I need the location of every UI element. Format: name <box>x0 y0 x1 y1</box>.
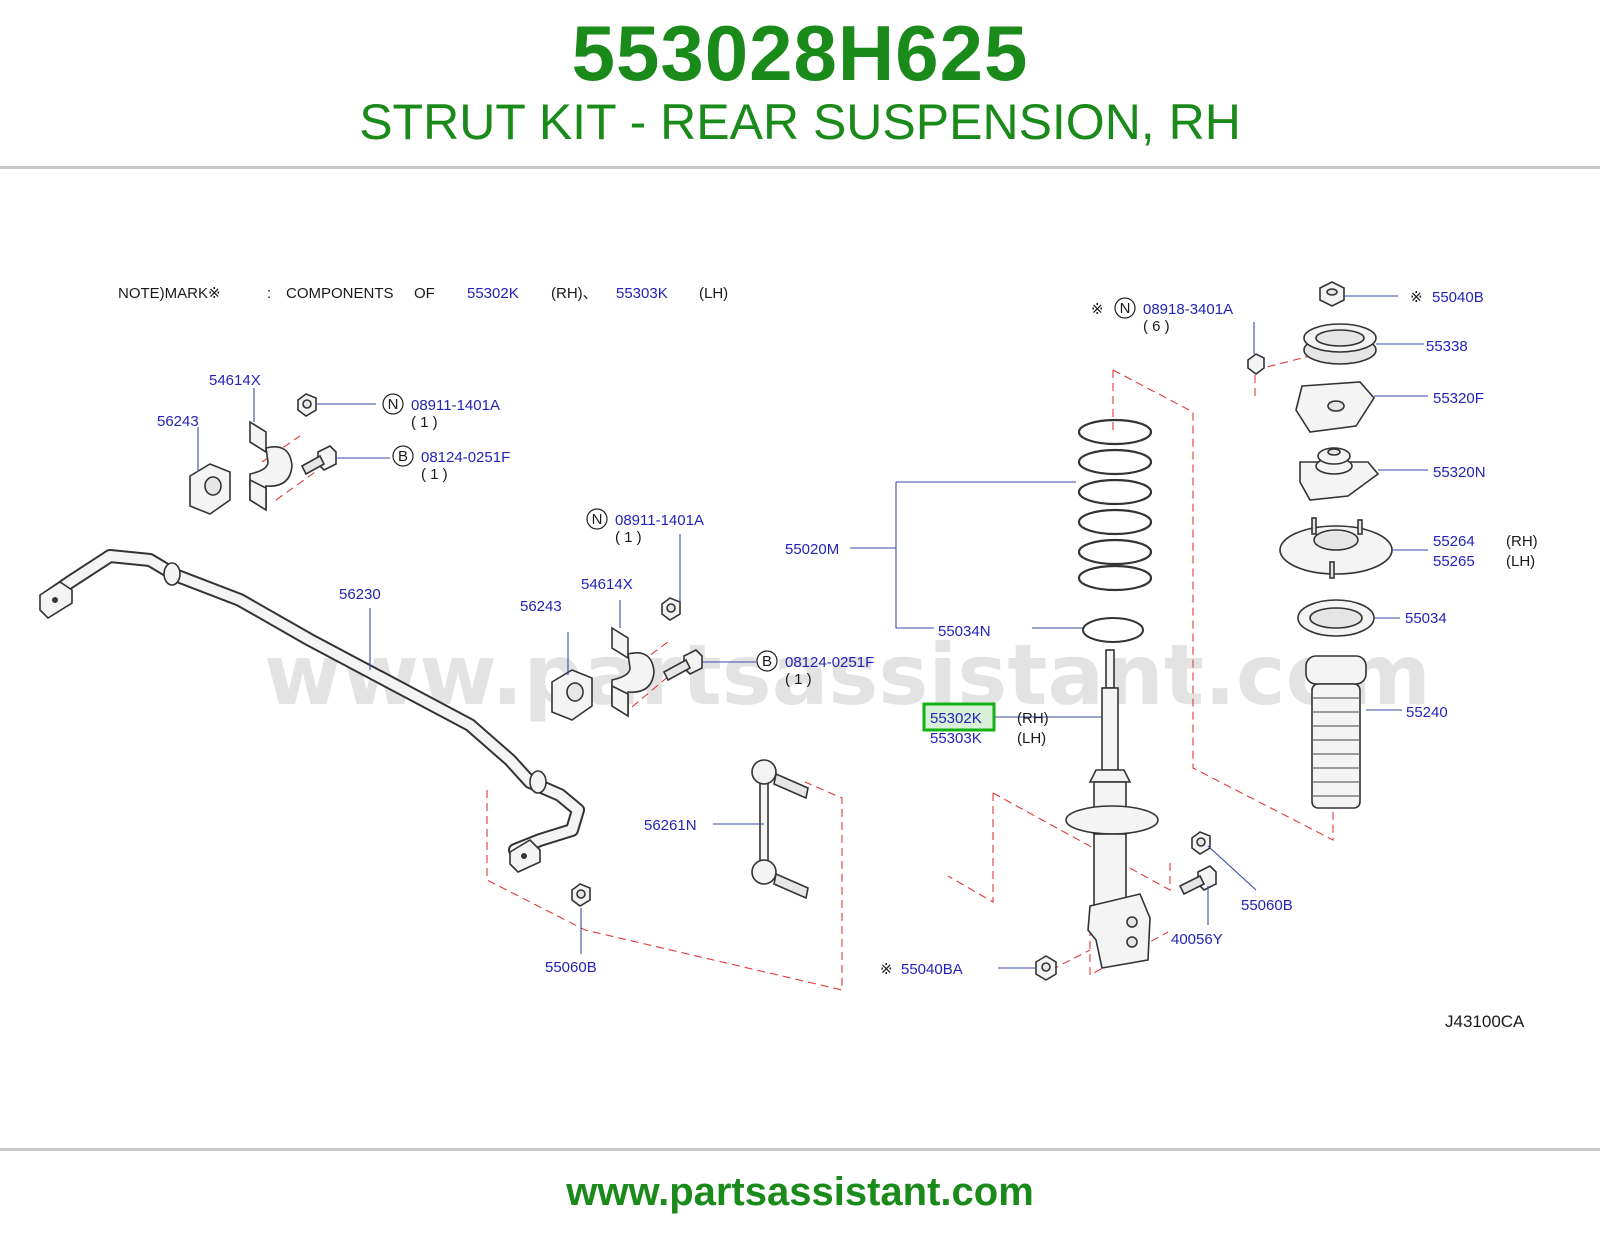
watermark: www.partsassistant.com <box>264 626 1431 724</box>
label-55060b-left[interactable]: 55060B <box>545 959 597 976</box>
label-56243-top[interactable]: 56243 <box>157 413 199 430</box>
qty-08124-0251f-mid: ( 1 ) <box>785 671 812 688</box>
note-prefix: NOTE)MARK※ <box>118 285 221 302</box>
qty-08911-1401a-top: ( 1 ) <box>411 414 438 431</box>
bolt-40056y[interactable] <box>1178 865 1217 896</box>
mark-55040ba: ※ <box>880 961 893 978</box>
tag-55265: (LH) <box>1506 553 1535 570</box>
coil-spring-55020m[interactable] <box>1077 418 1153 592</box>
strut-55302k[interactable] <box>1065 649 1159 969</box>
insulator-55320n[interactable] <box>1299 447 1380 501</box>
label-08124-0251f-top[interactable]: 08124-0251F <box>421 449 510 466</box>
bracket-54614x-top[interactable] <box>249 420 293 512</box>
svg-text:N: N <box>388 396 399 413</box>
nut-55040b[interactable] <box>1319 281 1345 307</box>
header-divider <box>0 166 1600 169</box>
plate-55320f[interactable] <box>1295 381 1375 433</box>
label-55034[interactable]: 55034 <box>1405 610 1447 627</box>
label-08918-3401a[interactable]: 08918-3401A <box>1143 301 1233 318</box>
diagram-code: J43100CA <box>1445 1012 1525 1031</box>
bracket-54614x-mid[interactable] <box>611 626 655 718</box>
note-tag-lh: (LH) <box>699 285 728 302</box>
part-number-title: 553028H625 <box>571 9 1029 97</box>
nut-mid[interactable] <box>661 597 681 621</box>
leader-lines <box>197 295 1428 969</box>
mark-55040b: ※ <box>1410 289 1423 306</box>
svg-text:B: B <box>762 653 772 670</box>
stabilizer-bar[interactable] <box>39 549 585 873</box>
label-56243-mid[interactable]: 56243 <box>520 598 562 615</box>
label-08124-0251f-mid[interactable]: 08124-0251F <box>785 654 874 671</box>
note-part-lh-link[interactable]: 55303K <box>616 285 668 302</box>
highlight-box <box>922 702 996 732</box>
label-40056y[interactable]: 40056Y <box>1171 931 1223 948</box>
footer-url[interactable]: www.partsassistant.com <box>566 1170 1034 1214</box>
note-part-rh-link[interactable]: 55302K <box>467 285 519 302</box>
nut-55060b-right[interactable] <box>1191 831 1211 855</box>
bound-bumper-55240[interactable] <box>1305 655 1367 809</box>
callout-circle-n3: N <box>1114 297 1136 319</box>
svg-text:N: N <box>592 511 603 528</box>
label-08911-1401a-mid[interactable]: 08911-1401A <box>615 512 704 529</box>
label-55240[interactable]: 55240 <box>1406 704 1448 721</box>
callout-circle-n1: N <box>382 393 404 415</box>
label-55265[interactable]: 55265 <box>1433 553 1475 570</box>
label-54614x-mid[interactable]: 54614X <box>581 576 633 593</box>
label-55040b[interactable]: 55040B <box>1432 289 1484 306</box>
parts-diagram: www.partsassistant.com NOTE)MARK※ : COMP… <box>39 281 1538 1031</box>
mount-55264[interactable] <box>1279 517 1393 579</box>
label-55020m[interactable]: 55020M <box>785 541 839 558</box>
spring-seat-55034n[interactable] <box>1082 617 1144 643</box>
label-55303k[interactable]: 55303K <box>930 730 982 747</box>
mark-08918-3401a: ※ <box>1091 301 1104 318</box>
callout-circle-b2: B <box>756 650 778 672</box>
callout-circle-n2: N <box>586 508 608 530</box>
nut-08918-3401a[interactable] <box>1247 353 1265 375</box>
bolt-mid[interactable] <box>662 649 703 682</box>
bearing-55034[interactable] <box>1297 599 1375 637</box>
svg-text:B: B <box>398 448 408 465</box>
label-55060b-right[interactable]: 55060B <box>1241 897 1293 914</box>
tag-55303k: (LH) <box>1017 730 1046 747</box>
note-colon: : <box>267 285 271 302</box>
nut-55040ba[interactable] <box>1035 955 1057 981</box>
stabilizer-link-56261n[interactable] <box>751 759 809 900</box>
nut-top[interactable] <box>297 393 317 417</box>
label-55040ba[interactable]: 55040BA <box>901 961 963 978</box>
label-55034n[interactable]: 55034N <box>938 623 991 640</box>
nut-55060b-left[interactable] <box>571 883 591 907</box>
bushing-56243-mid[interactable] <box>551 669 593 721</box>
label-56230[interactable]: 56230 <box>339 586 381 603</box>
qty-08918-3401a: ( 6 ) <box>1143 318 1170 335</box>
label-55320f[interactable]: 55320F <box>1433 390 1484 407</box>
cap-55338[interactable] <box>1303 323 1377 365</box>
qty-08124-0251f-top: ( 1 ) <box>421 466 448 483</box>
part-description: STRUT KIT - REAR SUSPENSION, RH <box>359 94 1241 150</box>
note-components: COMPONENTS <box>286 285 394 302</box>
label-55302k[interactable]: 55302K <box>930 710 982 727</box>
svg-text:N: N <box>1120 300 1131 317</box>
footer-divider <box>0 1148 1600 1151</box>
label-08911-1401a-top[interactable]: 08911-1401A <box>411 397 500 414</box>
note-of: OF <box>414 285 435 302</box>
label-56261n[interactable]: 56261N <box>644 817 697 834</box>
callout-circle-b1: B <box>392 445 414 467</box>
label-55320n[interactable]: 55320N <box>1433 464 1486 481</box>
note-tag-rh: (RH)、 <box>551 285 598 302</box>
bushing-56243-top[interactable] <box>189 463 231 515</box>
tag-55264: (RH) <box>1506 533 1538 550</box>
label-54614x-top[interactable]: 54614X <box>209 372 261 389</box>
label-55338[interactable]: 55338 <box>1426 338 1468 355</box>
tag-55302k: (RH) <box>1017 710 1049 727</box>
note-line: NOTE)MARK※ : COMPONENTS OF 55302K (RH)、 … <box>118 285 728 302</box>
qty-08911-1401a-mid: ( 1 ) <box>615 529 642 546</box>
bolt-top[interactable] <box>300 445 337 476</box>
label-55264[interactable]: 55264 <box>1433 533 1475 550</box>
